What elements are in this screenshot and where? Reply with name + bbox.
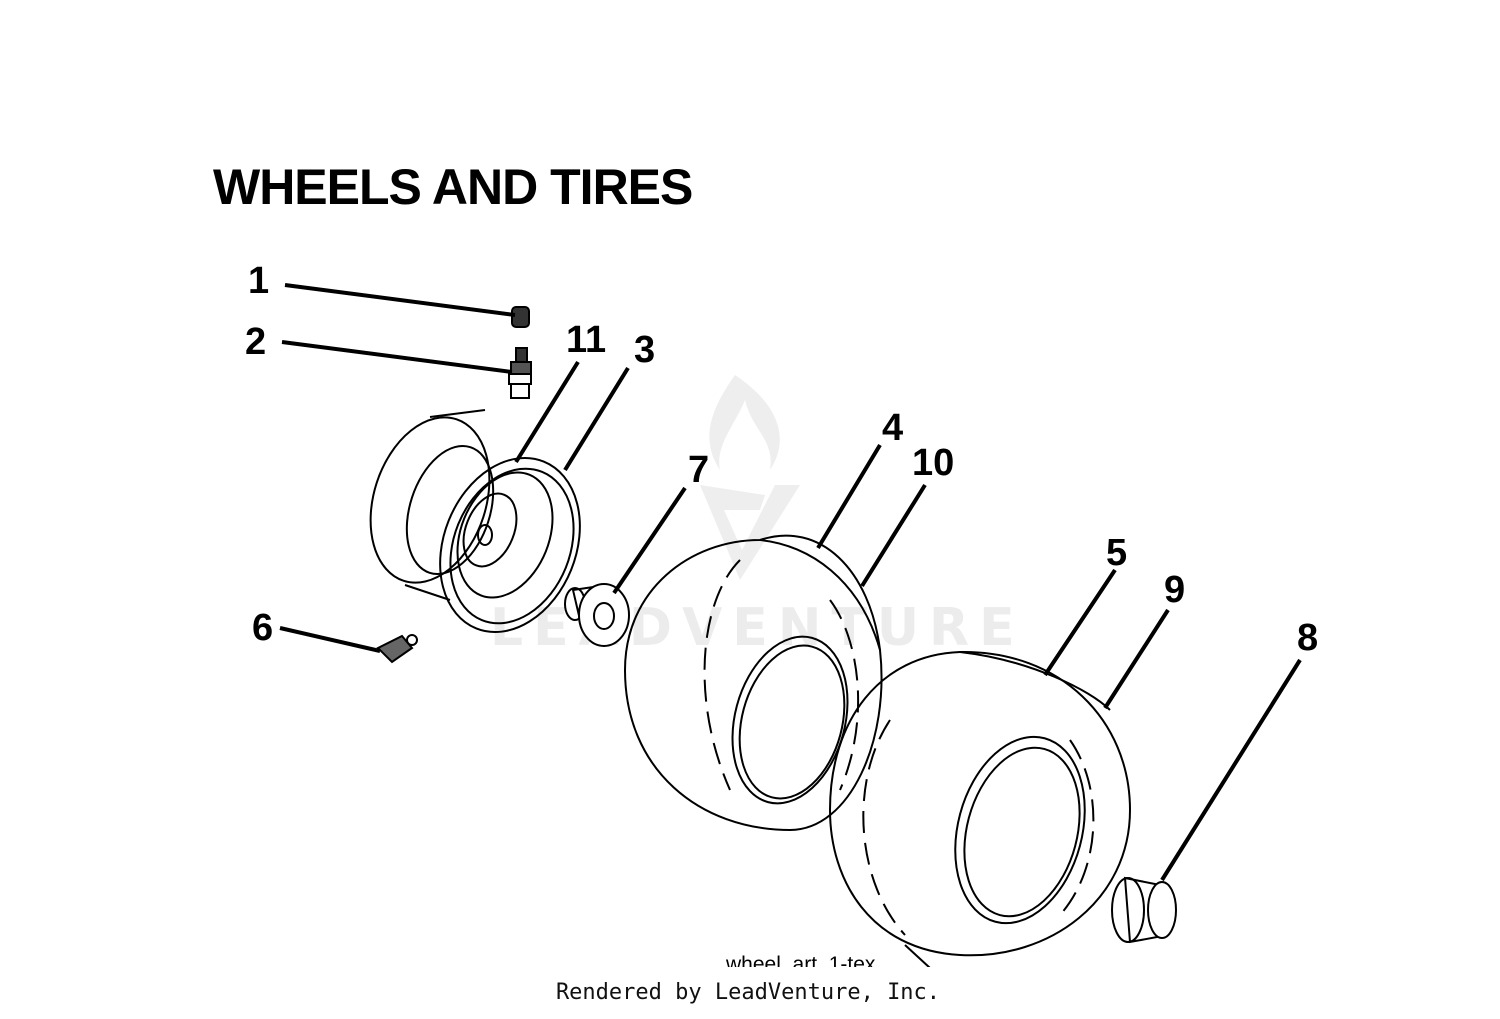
art-id-group: wheel_art_1-tex: [700, 953, 960, 987]
callout-9: 9: [1164, 569, 1185, 611]
callout-labels: 1 2 3 4 5 6 7 8 9 10 11: [245, 260, 1318, 659]
page-title: WHEELS AND TIRES: [213, 159, 693, 215]
grease-fitting-part: [376, 634, 418, 664]
leadventure-watermark: LEADVENTURE: [490, 375, 1025, 658]
callout-11: 11: [566, 319, 606, 361]
valve-cap-part: [511, 306, 530, 328]
render-credit: Rendered by LeadVenture, Inc.: [555, 980, 941, 1005]
callout-7: 7: [688, 449, 709, 491]
callout-10: 10: [912, 442, 954, 484]
callout-8: 8: [1297, 617, 1318, 659]
callout-4: 4: [882, 407, 903, 449]
watermark-text: LEADVENTURE: [490, 598, 1025, 658]
callout-5: 5: [1106, 532, 1127, 574]
leader-lines: [279, 283, 1302, 882]
bushing-part: [564, 583, 630, 647]
valve-stem-part: [508, 347, 532, 399]
rear-tire-part: [828, 650, 1132, 969]
front-tire-part: [623, 534, 883, 832]
callout-2: 2: [245, 321, 266, 363]
callout-1: 1: [248, 260, 269, 302]
hub-cap-part: [1111, 876, 1177, 944]
callout-3: 3: [634, 329, 655, 371]
callout-6: 6: [252, 607, 273, 649]
wheel-rim-part: [369, 409, 581, 634]
